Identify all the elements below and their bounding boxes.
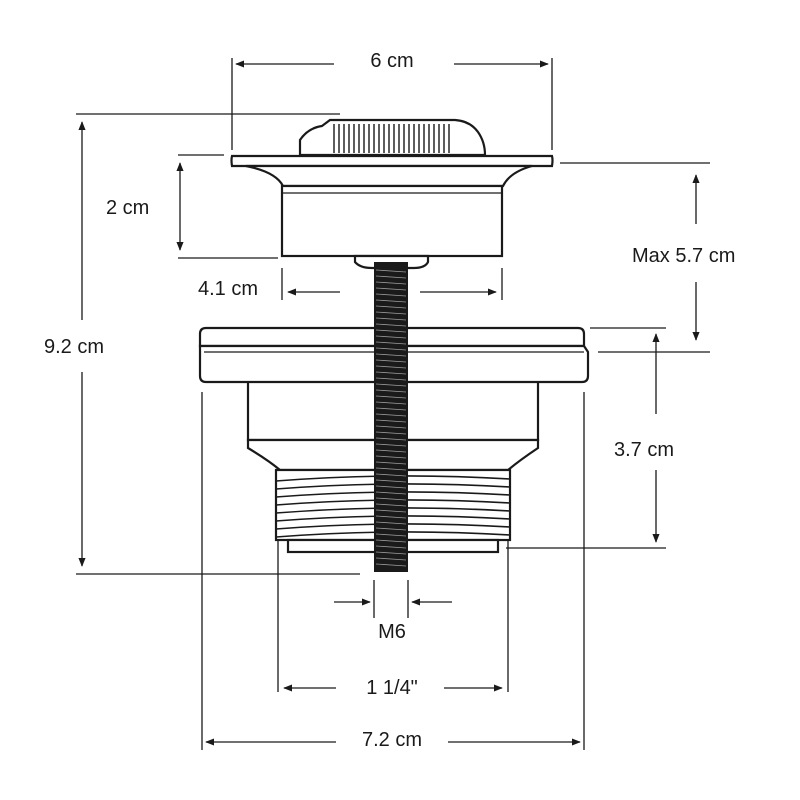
dimension-top-width: 6 cm	[235, 50, 549, 72]
cap-knob	[298, 118, 487, 157]
label-cap-body-width: 4.1 cm	[198, 278, 258, 300]
dimension-screw-thread: M6	[334, 598, 452, 643]
label-body-height: 3.7 cm	[614, 439, 674, 461]
cap-neck	[245, 164, 533, 188]
dimension-body-height: 3.7 cm	[614, 333, 674, 543]
cap-body	[280, 184, 504, 258]
label-pipe-thread: 1 1/4"	[366, 677, 418, 699]
label-flange-width: 7.2 cm	[362, 729, 422, 751]
dimension-flange-width: 7.2 cm	[205, 729, 581, 751]
screw-thread-marks	[375, 269, 407, 567]
pop-up-cap	[230, 118, 554, 270]
label-top-width: 6 cm	[370, 50, 413, 72]
m6-screw	[374, 262, 408, 572]
label-total-height: 9.2 cm	[44, 336, 104, 358]
extension-lines	[76, 58, 710, 750]
cap-disc	[230, 154, 554, 168]
dimension-max-travel: Max 5.7 cm	[632, 174, 735, 341]
dimension-cap-body-width: 4.1 cm	[198, 278, 497, 300]
dimension-total-height: 9.2 cm	[44, 121, 104, 567]
dimension-cap-height: 2 cm	[106, 162, 184, 251]
label-max-travel: Max 5.7 cm	[632, 245, 735, 267]
screw-shaft	[374, 262, 408, 572]
label-cap-height: 2 cm	[106, 197, 149, 219]
dimension-pipe-thread: 1 1/4"	[283, 677, 503, 699]
cap-knob-ribs	[333, 124, 450, 153]
label-screw-thread: M6	[378, 621, 406, 643]
